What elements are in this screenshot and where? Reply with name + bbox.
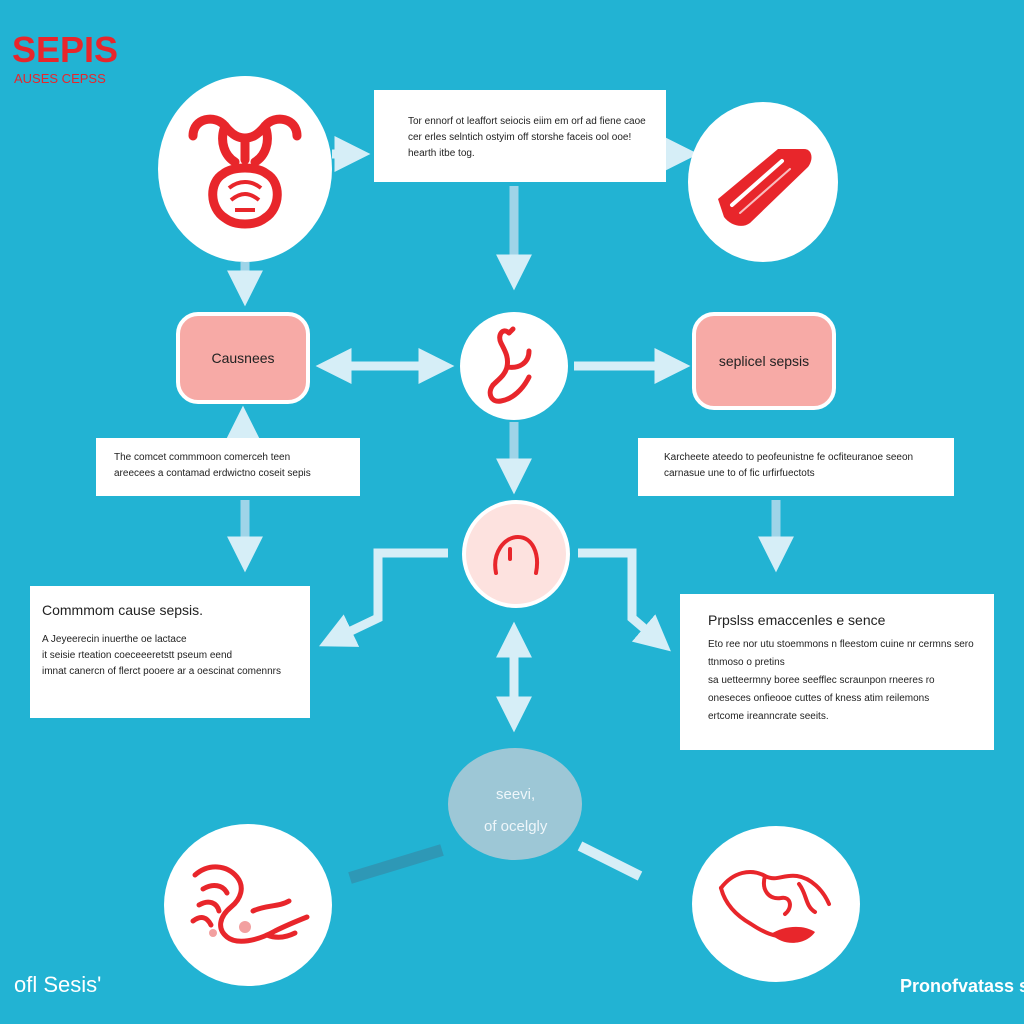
arrow-cell-to-cause <box>319 548 448 647</box>
bacteria-circle <box>460 312 568 420</box>
top-note: Tor ennorf ot leaffort seiocis eiim em o… <box>374 90 666 182</box>
connector-bubble-left <box>348 844 444 884</box>
cell-circle <box>462 500 570 608</box>
bacteria-hook-icon <box>487 326 532 404</box>
speech-bubble <box>448 748 582 860</box>
common-cause-line: A Jeyeerecin inuerthe oe lactace <box>42 634 187 645</box>
common-cause-box: Commmom cause sepsis. A Jeyeerecin inuer… <box>30 586 310 718</box>
causes-pill: Causnees <box>176 312 310 404</box>
bandage-icon <box>718 149 812 226</box>
septic-sepsis-pill: seplicel sepsis <box>692 312 836 410</box>
common-cause-line: imnat canercn of flerct pooere ar a oesc… <box>42 666 282 677</box>
process-box-line: oneseces onfieooe cuttes of kness atim r… <box>708 693 930 704</box>
top-note-line: cer erles selntich ostyim off storshe fa… <box>408 132 632 143</box>
bubble-line: of ocelgly <box>484 818 548 835</box>
brand-subtitle: AUSES CEPSS <box>14 71 106 86</box>
bubble-line: seevi, <box>496 786 536 803</box>
process-box-line: Eto ree nor utu stoemmons n fleestom cui… <box>708 639 974 650</box>
right-note: Karcheete ateedo to peofeunistne fe ocfi… <box>638 438 954 496</box>
common-cause-line: it seisie rteation coeceeeretstt pseum e… <box>42 650 233 661</box>
left-note: The comcet commmoon comerceh teen areece… <box>96 438 360 496</box>
inflamed-cell-icon <box>493 534 539 575</box>
bandage-circle <box>688 102 838 262</box>
process-box-title: Prpslss emaccenles e sence <box>708 612 886 628</box>
process-box-line: sa uetteermny boree seefflec scraunpon r… <box>708 675 935 686</box>
map-patch-icon <box>719 870 831 943</box>
process-box-line: ttnmoso o pretins <box>708 657 785 668</box>
right-note-line: carnasue une to of fic urfirfuectots <box>664 468 815 479</box>
top-note-line: hearth itbe tog. <box>408 148 475 159</box>
arrow-cell-to-process <box>578 548 671 652</box>
hands-icon <box>190 864 310 944</box>
patch-circle <box>692 826 860 982</box>
connector-bubble-right <box>577 841 643 881</box>
hands-circle <box>164 824 332 986</box>
uterus-icon <box>188 114 302 229</box>
top-note-line: Tor ennorf ot leaffort seiocis eiim em o… <box>408 116 646 127</box>
brand-title: SEPIS <box>12 29 119 70</box>
uterus-circle <box>158 76 332 262</box>
footer-right-text: Pronofvatass se <box>900 976 1024 996</box>
common-cause-title: Commmom cause sepsis. <box>42 602 204 618</box>
process-box-line: ertcome ireanncrate seeits. <box>708 711 829 722</box>
right-note-line: Karcheete ateedo to peofeunistne fe ocfi… <box>664 452 914 463</box>
footer-left-text: ofl Sesis' <box>14 972 102 997</box>
left-note-line: The comcet commmoon comerceh teen <box>114 452 291 463</box>
process-box: Prpslss emaccenles e sence Eto ree nor u… <box>680 594 994 750</box>
left-note-line: areecees a contamad erdwictno coseit sep… <box>114 468 311 479</box>
